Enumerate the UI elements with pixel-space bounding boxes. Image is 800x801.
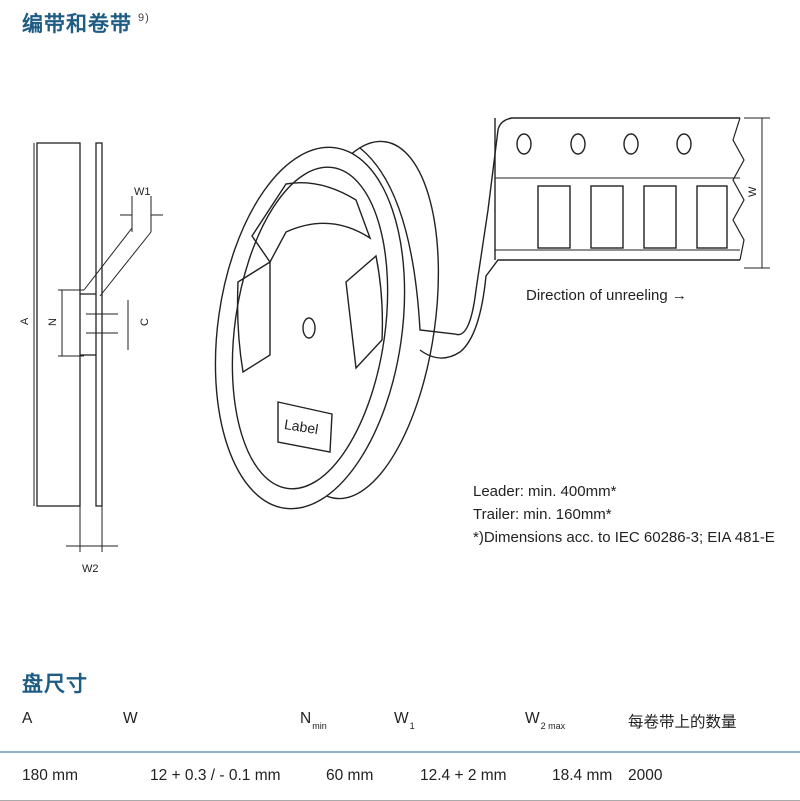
reel-inner-ring [231, 166, 389, 490]
reel-3d-view [214, 117, 770, 510]
section-title: 盘尺寸 [22, 673, 88, 696]
sprocket-hole-1 [516, 133, 532, 155]
sprocket-hole-2 [570, 133, 586, 155]
direction-of-unreeling: Direction of unreeling → [526, 287, 687, 304]
label-w: W [747, 186, 759, 197]
header-a: A [22, 710, 33, 727]
tape-pocket-4 [696, 185, 728, 249]
note-standards: *)Dimensions acc. to IEC 60286-3; EIA 48… [473, 529, 775, 546]
reel-notes: Leader: min. 400mm* Trailer: min. 160mm*… [473, 480, 775, 549]
footnote-ref: 9) [138, 12, 150, 24]
label-n: N [47, 318, 59, 326]
label-a: A [19, 317, 31, 325]
note-leader: Leader: min. 400mm* [473, 483, 617, 500]
reel-hub-hole [302, 317, 316, 339]
sprocket-hole-4 [676, 133, 692, 155]
cell-a: 180 mm [22, 767, 78, 785]
tape-pocket-3 [643, 185, 677, 249]
note-trailer: Trailer: min. 160mm* [473, 506, 612, 523]
header-quantity: 每卷带上的数量 [628, 714, 737, 731]
header-w2-max: W2 max [525, 710, 566, 731]
reel-side-flange [36, 142, 81, 507]
cell-w1: 12.4 + 2 mm [420, 767, 507, 785]
header-w: W [123, 710, 138, 727]
sprocket-hole-3 [623, 133, 639, 155]
cell-quantity: 2000 [628, 767, 663, 785]
label-reel: Label [283, 416, 319, 437]
page-title-text: 编带和卷带 [22, 13, 132, 36]
reel-front-flange [214, 146, 406, 510]
cell-w2-max: 18.4 mm [552, 767, 613, 785]
reel-label-box [277, 401, 333, 453]
reel-window-left [236, 260, 271, 374]
reel-window-top [251, 182, 372, 264]
reel-window-right [345, 254, 384, 370]
label-w2: W2 [82, 563, 99, 575]
cell-w: 12 + 0.3 / - 0.1 mm [150, 767, 281, 785]
label-w1: W1 [134, 186, 151, 198]
tape-pocket-1 [537, 185, 571, 249]
table-row: 180 mm 12 + 0.3 / - 0.1 mm 60 mm 12.4 + … [0, 752, 800, 800]
cell-n-min: 60 mm [326, 767, 374, 785]
header-n-min: Nmin [300, 710, 327, 731]
reel-side-flange-2 [95, 142, 103, 507]
page-title: 编带和卷带 9) [22, 8, 150, 38]
reel-side-view [33, 142, 163, 552]
reel-tape-diagram: W1 A N C W2 [19, 117, 770, 575]
tape-pocket-2 [590, 185, 624, 249]
label-c: C [139, 318, 151, 326]
table-header-row: A W Nmin W1 W2 max 每卷带上的数量 [0, 702, 800, 752]
reel-dimensions-table: A W Nmin W1 W2 max 每卷带上的数量 180 mm 12 + 0… [0, 702, 800, 801]
header-w1: W1 [394, 710, 415, 731]
